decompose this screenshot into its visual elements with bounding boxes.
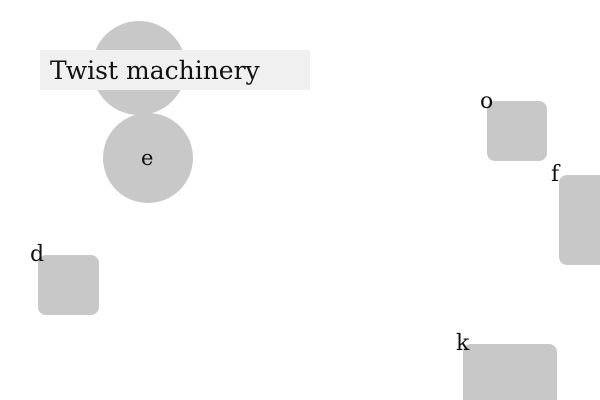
square-shape-k [463, 344, 557, 400]
label-f: f [551, 162, 560, 187]
square-shape-f [559, 175, 600, 265]
circle-shape-e [103, 113, 193, 203]
title-text: Twist machinery [50, 55, 260, 85]
title-box: Twist machinery [40, 50, 310, 90]
square-shape-o [487, 101, 547, 161]
label-o: o [480, 89, 494, 114]
label-k: k [456, 331, 470, 356]
label-d: d [30, 242, 45, 267]
square-shape-d [38, 255, 99, 315]
label-e: e [141, 146, 154, 170]
